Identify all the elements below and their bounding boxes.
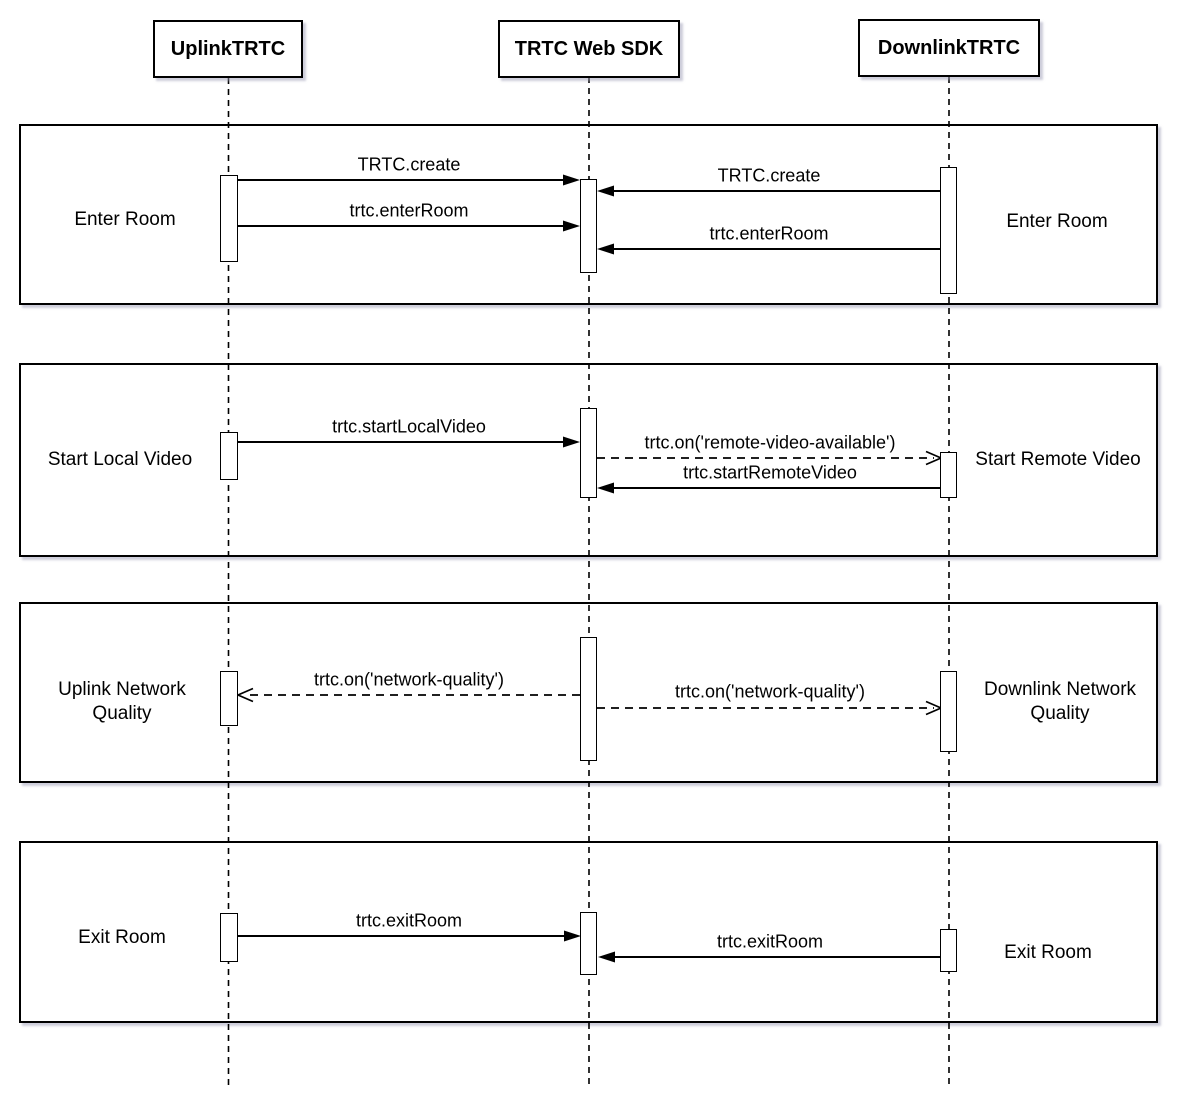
frame-left-label: Exit Room: [78, 927, 166, 948]
arrow-enterroom-downlink: [597, 243, 941, 255]
message-label: TRTC.create: [357, 154, 461, 175]
frame-left-label: Start Local Video: [47, 449, 193, 470]
arrow-exitroom-uplink: [238, 930, 581, 942]
actor-label: UplinkTRTC: [170, 37, 286, 60]
message-label: trtc.startLocalVideo: [332, 416, 486, 437]
activation-bar-uplink-f3: [220, 671, 238, 726]
arrowhead-icon: [564, 930, 581, 942]
open-arrowhead-icon: [235, 687, 254, 703]
activation-bar-uplink-f4: [220, 913, 238, 962]
message-label: trtc.enterRoom: [349, 200, 469, 221]
arrow-exitroom-downlink: [598, 951, 941, 963]
arrowhead-icon: [563, 174, 580, 186]
arrowhead-icon: [597, 185, 614, 197]
message-label: trtc.exitRoom: [716, 931, 824, 952]
message-label: trtc.on('network-quality'): [314, 669, 504, 690]
frame-right-label: Exit Room: [1004, 942, 1092, 963]
actor-downlink-trtc: DownlinkTRTC: [858, 19, 1040, 77]
arrow-network-quality-uplink: [235, 687, 580, 703]
activation-bar-downlink-f1: [940, 167, 957, 294]
activation-bar-downlink-f2: [940, 452, 957, 498]
arrowhead-icon: [597, 482, 614, 494]
message-label: trtc.on('remote-video-available'): [644, 432, 896, 453]
activation-bar-uplink-f2: [220, 432, 238, 480]
message-label: trtc.on('network-quality'): [675, 681, 865, 702]
actor-label: DownlinkTRTC: [877, 36, 1021, 59]
frame-right-label: Enter Room: [1006, 211, 1108, 232]
actor-trtc-web-sdk: TRTC Web SDK: [498, 20, 680, 78]
arrow-startlocalvideo: [238, 436, 580, 448]
frame-right-label: Start Remote Video: [975, 449, 1141, 470]
arrow-trtc-create-uplink: [238, 174, 580, 186]
activation-bar-uplink-f1: [220, 175, 238, 262]
frame-left-label: Uplink Network Quality: [58, 679, 186, 724]
arrowhead-icon: [597, 243, 614, 255]
arrow-network-quality-downlink: [597, 700, 944, 716]
activation-bar-sdk-f4: [580, 912, 597, 975]
arrowhead-icon: [598, 951, 615, 963]
arrowhead-icon: [563, 220, 580, 232]
activation-bar-downlink-f3: [940, 671, 957, 752]
arrow-startremotevideo: [597, 482, 941, 494]
message-label: trtc.enterRoom: [709, 223, 829, 244]
message-label: trtc.startRemoteVideo: [683, 462, 857, 483]
message-label: TRTC.create: [717, 165, 821, 186]
arrow-trtc-create-downlink: [597, 185, 941, 197]
arrowhead-icon: [563, 436, 580, 448]
activation-bar-sdk-f1: [580, 179, 597, 273]
activation-bar-sdk-f3: [580, 637, 597, 761]
frame-right-label: Downlink Network Quality: [983, 679, 1137, 724]
frame-left-label: Enter Room: [74, 209, 176, 230]
activation-bar-downlink-f4: [940, 929, 957, 972]
activation-bar-sdk-f2: [580, 408, 597, 498]
actor-label: TRTC Web SDK: [514, 37, 664, 60]
actor-uplink-trtc: UplinkTRTC: [153, 20, 303, 78]
message-label: trtc.exitRoom: [355, 910, 463, 931]
arrow-enterroom-uplink: [238, 220, 580, 232]
